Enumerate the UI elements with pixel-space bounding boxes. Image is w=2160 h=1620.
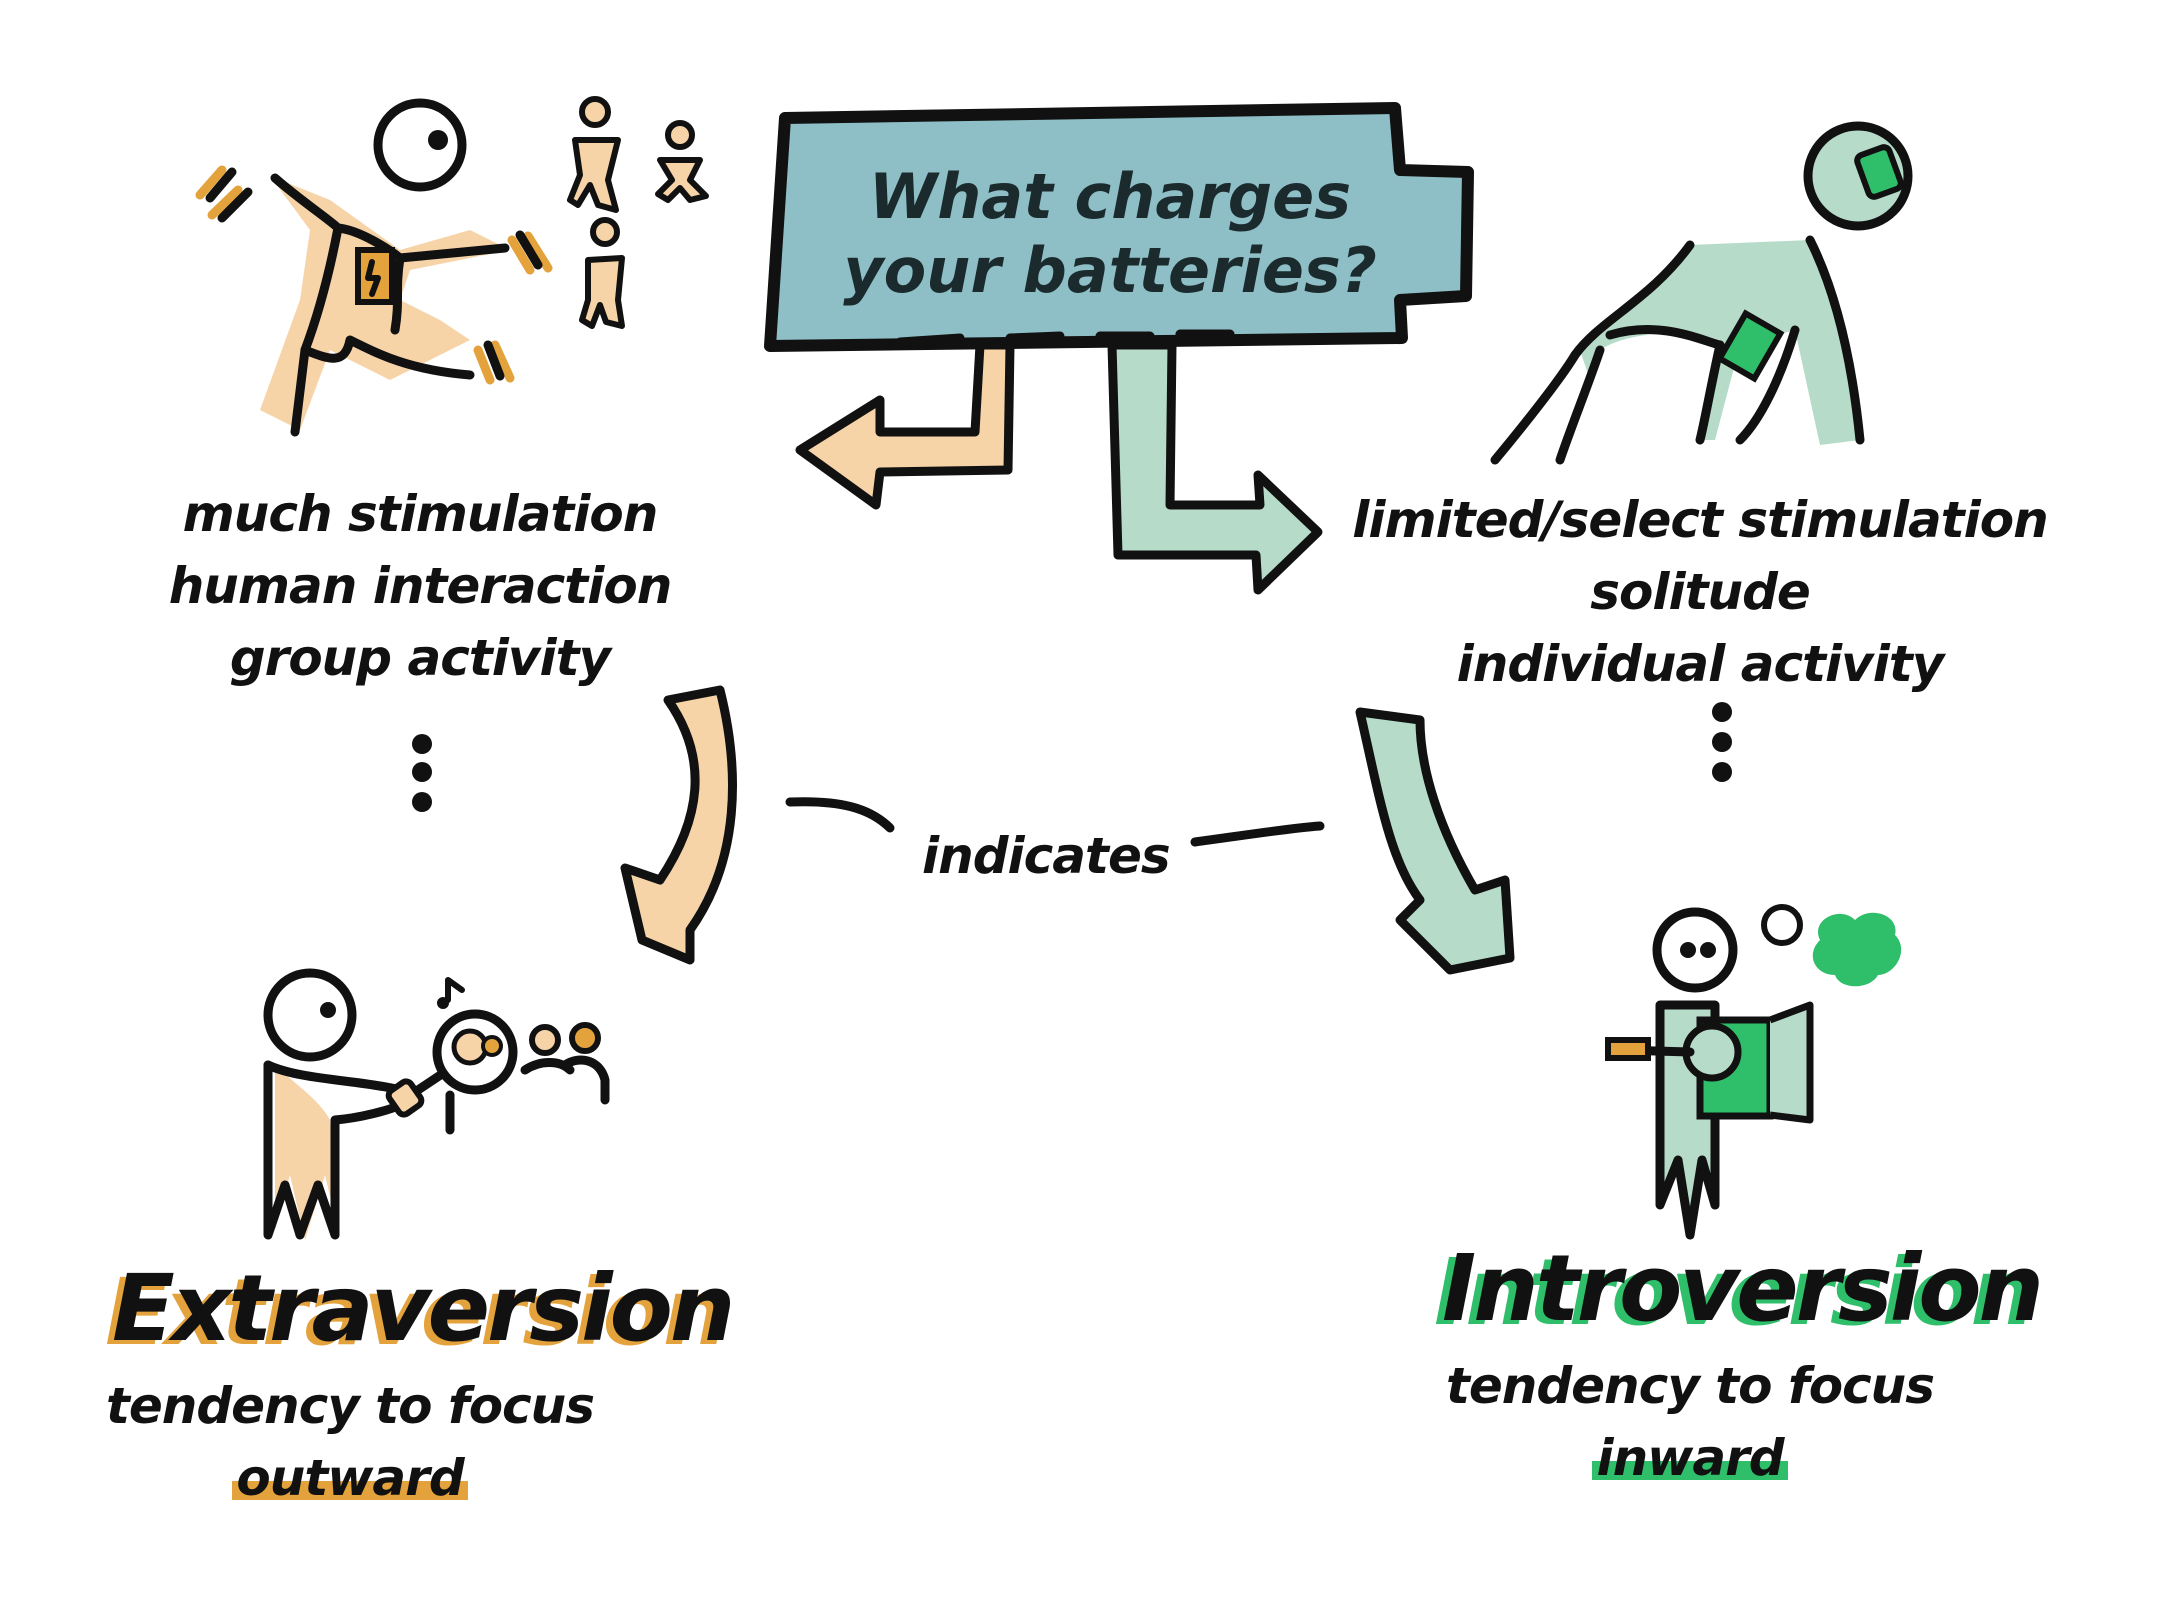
extraversion-desc-line1: tendency to focus: [105, 1377, 595, 1435]
arrow-to-extraversion-heading: [620, 685, 737, 965]
extravert-line-1: much stimulation: [182, 485, 659, 543]
introvert-line-1: limited/select stimulation: [1352, 491, 2048, 549]
extravert-looking-outward-figure: [263, 968, 610, 1240]
introversion-heading: Introversion: [1442, 1235, 2044, 1342]
small-crowd-figures: [567, 96, 709, 329]
extraversion-description: tendency to focus outward: [80, 1370, 620, 1514]
battery-title-line2: your batteries?: [843, 234, 1377, 307]
introvert-activity-list: limited/select stimulation solitude indi…: [1340, 484, 2060, 700]
extravert-activity-list: much stimulation human interaction group…: [120, 478, 720, 694]
introvert-line-3: individual activity: [1456, 635, 1945, 693]
arrow-to-extraversion-top: [795, 340, 1015, 510]
extravert-dancing-figure: [195, 98, 553, 437]
indicates-label: indicates: [922, 827, 1171, 885]
extraversion-heading: Extraversion: [112, 1255, 735, 1362]
extravert-line-2: human interaction: [168, 557, 673, 615]
introversion-desc-line2: inward: [1592, 1429, 1788, 1487]
battery-title: What charges your batteries?: [790, 160, 1430, 308]
battery-title-line1: What charges: [868, 160, 1352, 233]
introvert-looking-inward-figure: [1605, 904, 1902, 1240]
indicates-connector: [785, 797, 1325, 847]
introvert-reclining-figure: [1490, 121, 1913, 465]
extravert-line-3: group activity: [229, 629, 611, 687]
ellipsis-left: [412, 734, 432, 812]
introversion-desc-line1: tendency to focus: [1445, 1357, 1935, 1415]
introvert-line-2: solitude: [1590, 563, 1811, 621]
ellipsis-right: [1712, 702, 1732, 782]
extraversion-desc-line2: outward: [232, 1449, 468, 1507]
arrow-to-introversion-top: [1107, 340, 1323, 595]
introversion-description: tendency to focus inward: [1420, 1350, 1960, 1494]
arrow-to-introversion-heading: [1355, 707, 1515, 975]
